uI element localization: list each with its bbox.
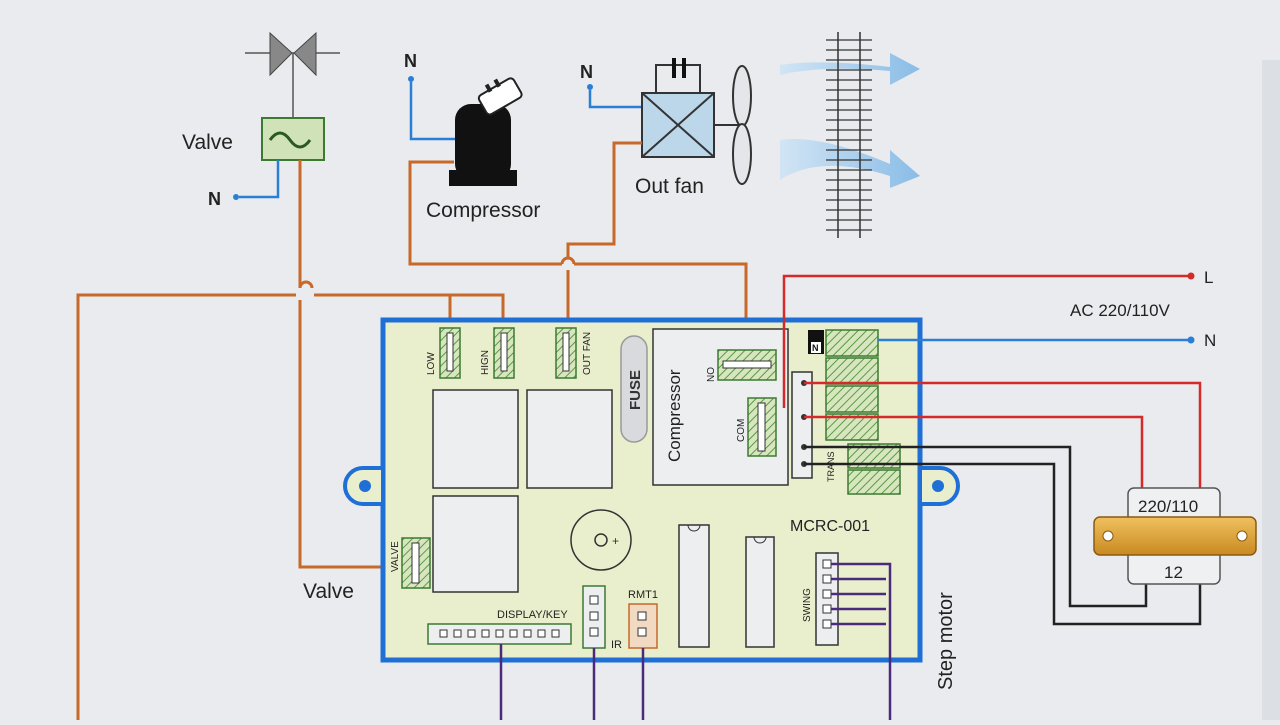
- fuse-label: FUSE: [627, 370, 644, 410]
- line-n-label: N: [1204, 331, 1216, 350]
- box-edge: [1262, 60, 1280, 720]
- fan-motor-icon: [641, 58, 752, 185]
- compressor-label: Compressor: [426, 199, 540, 222]
- valve-coil-box: [261, 117, 325, 161]
- step-motor-label: Step motor: [935, 592, 957, 690]
- display-key-label: DISPLAY/KEY: [497, 609, 568, 621]
- swing-connector: [815, 552, 839, 646]
- board-model-label: MCRC-001: [790, 518, 870, 535]
- ic-chip-1: [678, 524, 710, 648]
- fan-neutral-wire: [588, 90, 642, 109]
- line-l-label: L: [1204, 268, 1213, 287]
- fuse-icon: [620, 335, 648, 443]
- com-label: COM: [736, 419, 747, 442]
- sine-icon: [268, 131, 312, 149]
- trans-primary-wire-1: [804, 381, 1202, 488]
- ir-label: IR: [611, 639, 622, 651]
- valve-neutral-wire: [239, 160, 280, 199]
- relay-low-label: LOW: [426, 352, 437, 375]
- line-l-wire: [782, 274, 1188, 408]
- valve-neutral-label: N: [208, 189, 221, 209]
- rmt-label: RMT1: [628, 589, 658, 601]
- compressor-neutral-wire: [409, 82, 455, 141]
- valve-label-bottom: Valve: [303, 580, 354, 603]
- no-label: NO: [706, 367, 717, 382]
- out-fan-label: Out fan: [635, 175, 704, 198]
- trans-secondary-wire-1: [804, 445, 1148, 608]
- control-board: LOW HIGN OUT FAN FUSE Compressor NO COM …: [343, 317, 960, 663]
- ac-supply-label: AC 220/110V: [1070, 301, 1171, 320]
- step-motor-wires: [499, 562, 892, 720]
- transformer-icon: [1093, 487, 1257, 585]
- rmt-connector: [628, 603, 658, 649]
- trans-secondary-wire-2: [804, 462, 1202, 626]
- trans-primary-wire-2: [804, 415, 1144, 488]
- airflow-arrow-icon: [780, 53, 920, 188]
- compressor-relay-label: Compressor: [665, 369, 684, 462]
- compressor-neutral-label: N: [404, 51, 417, 71]
- valve-terminal-label: VALVE: [390, 541, 401, 572]
- fan-neutral-label: N: [580, 62, 593, 82]
- compressor-icon: [449, 77, 523, 186]
- svg-text:+: +: [612, 534, 619, 548]
- condenser-coil-icon: [826, 32, 872, 238]
- swing-label: SWING: [802, 588, 813, 622]
- valve-label-top: Valve: [182, 131, 233, 154]
- transformer-secondary-label: 12: [1164, 563, 1183, 582]
- transformer-primary-label: 220/110: [1138, 497, 1198, 516]
- valve-symbol-top: [245, 31, 340, 161]
- n-terminal-label: N: [812, 343, 819, 353]
- ic-chip-2: [745, 536, 775, 648]
- relay-outfan-label: OUT FAN: [582, 332, 593, 375]
- trans-label: TRANS: [826, 451, 836, 482]
- buzzer-icon: [570, 509, 632, 571]
- relay-high-label: HIGN: [480, 350, 491, 375]
